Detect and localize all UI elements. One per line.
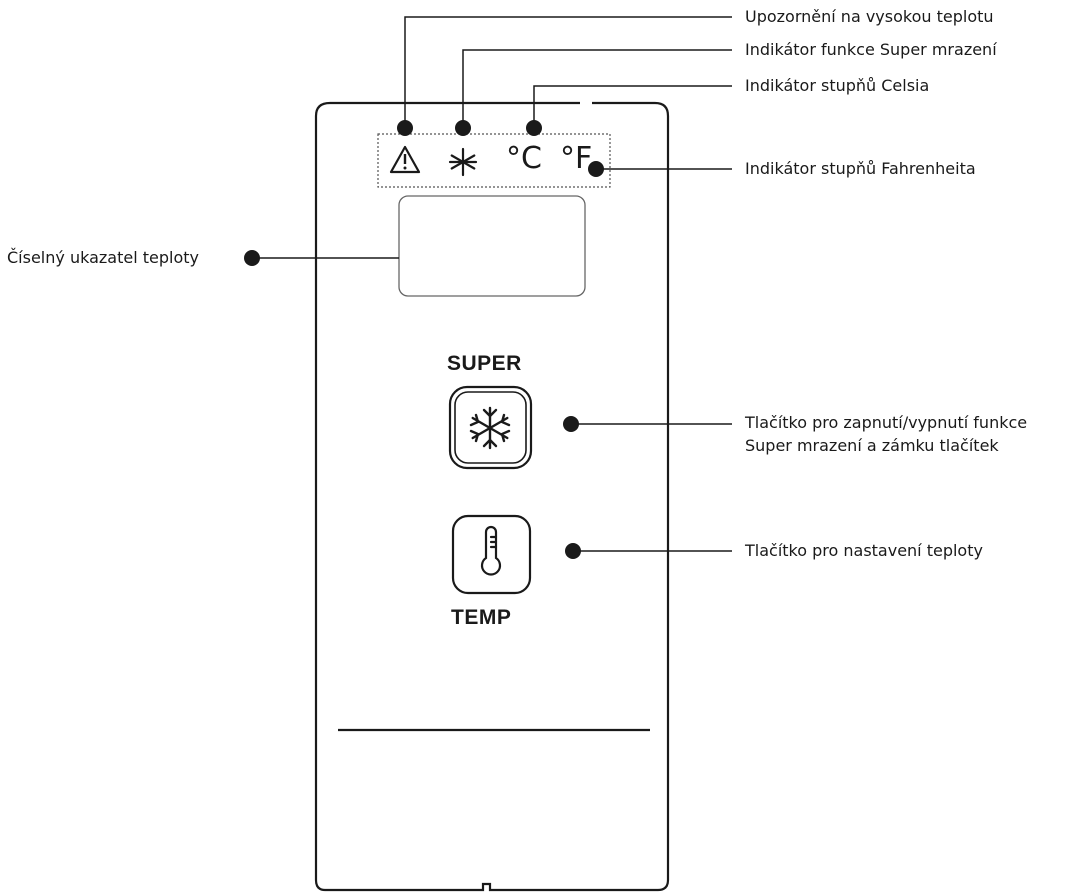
dot-super-freeze (455, 120, 471, 136)
dot-celsius (526, 120, 542, 136)
callout-lines (252, 16, 732, 552)
thermometer-icon (480, 525, 502, 576)
label-super-freeze-indicator: Indikátor funkce Super mrazení (745, 40, 997, 59)
warning-triangle-icon (389, 145, 421, 174)
panel-outline (314, 101, 670, 892)
label-fahrenheit-indicator: Indikátor stupňů Fahrenheita (745, 159, 976, 178)
leader-high-temp (404, 16, 732, 128)
leader-super-freeze (462, 49, 732, 128)
super-button (448, 385, 533, 470)
label-super-button-line1: Tlačítko pro zapnutí/vypnutí funkce (745, 413, 1028, 432)
snowflake-indicator-icon (448, 147, 478, 177)
temp-button-caption: TEMP (451, 606, 512, 629)
dot-fahrenheit (588, 161, 604, 177)
label-temp-button: Tlačítko pro nastavení teploty (745, 541, 983, 560)
dot-display (244, 250, 260, 266)
temperature-display (398, 195, 586, 297)
label-temperature-display: Číselný ukazatel teploty (7, 248, 199, 267)
label-super-button-line2: Super mrazení a zámku tlačítek (745, 436, 999, 455)
fahrenheit-indicator-symbol: °F (560, 141, 593, 176)
indicator-strip (377, 133, 611, 188)
dot-high-temp (397, 120, 413, 136)
celsius-indicator-symbol: °C (506, 141, 542, 176)
leader-celsius (533, 85, 732, 128)
super-button-caption: SUPER (447, 352, 522, 375)
snowflake-button-icon (469, 406, 511, 450)
callout-dots (244, 120, 604, 559)
dot-temp-button (565, 543, 581, 559)
label-celsius-indicator: Indikátor stupňů Celsia (745, 76, 930, 95)
label-high-temp-warning: Upozornění na vysokou teplotu (745, 7, 994, 26)
dot-super-button (563, 416, 579, 432)
temp-button (451, 514, 532, 595)
